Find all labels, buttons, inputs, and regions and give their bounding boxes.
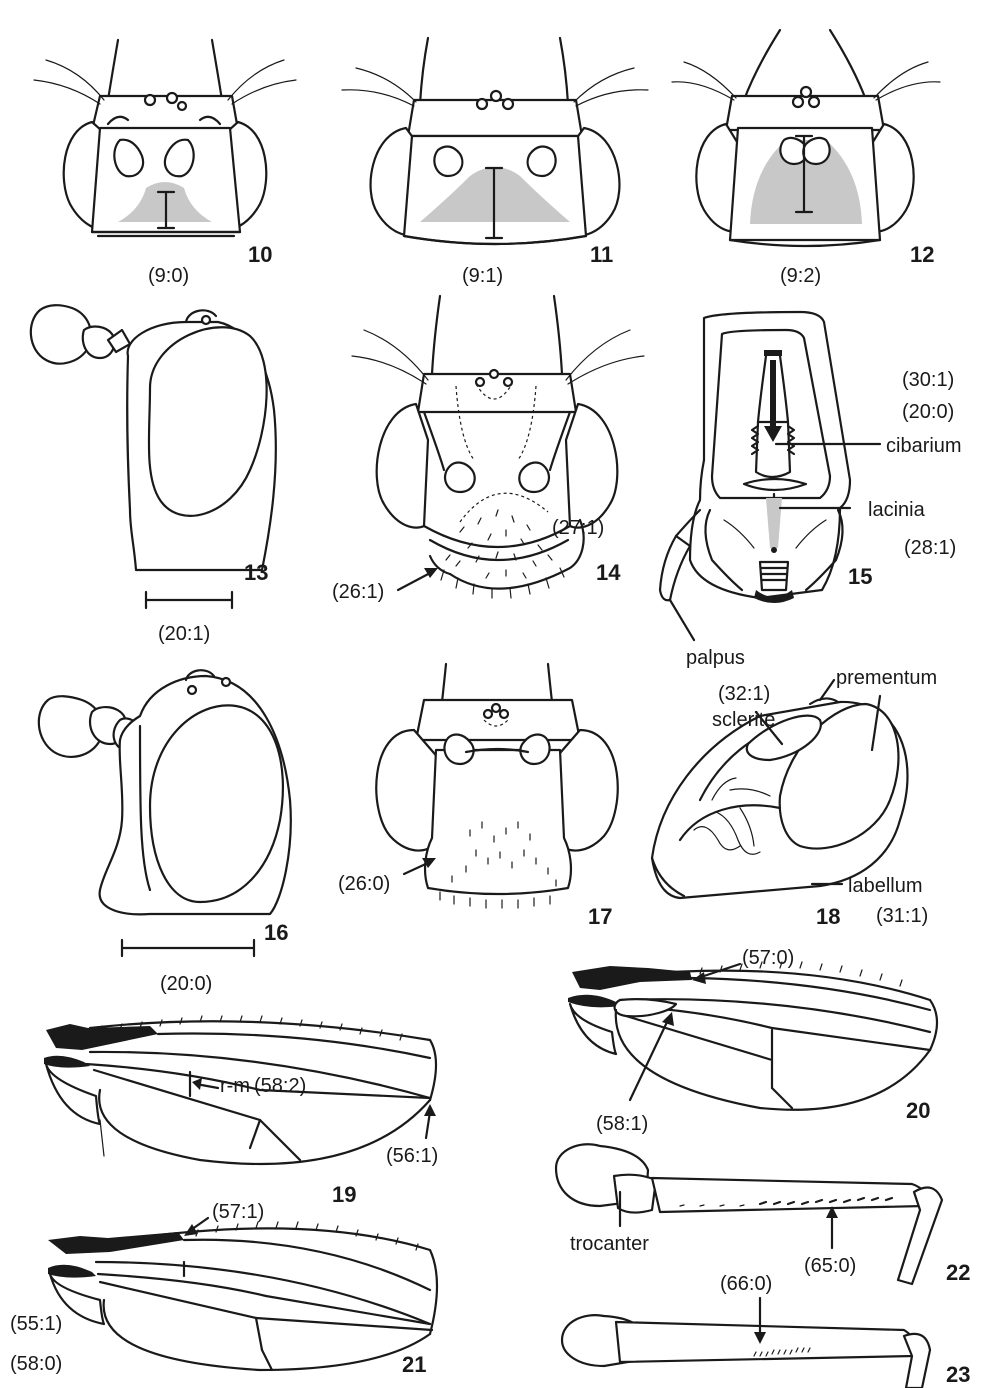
fig13-code: (20:1)	[158, 623, 210, 645]
fig15-code-b: (20:0)	[902, 401, 954, 423]
fig18-proboscis: (32:1) sclerite prementum labellum (31:1…	[652, 667, 937, 929]
fig12-code: (9:2)	[780, 265, 821, 287]
fig14-code-b: (26:1)	[332, 581, 384, 603]
fig22-hind-leg: trocanter (65:0) 22	[556, 1144, 970, 1285]
fig13-head-lateral: 13 (20:1)	[31, 305, 276, 645]
fig22-code: (65:0)	[804, 1255, 856, 1277]
fig12-number: 12	[910, 242, 934, 267]
fig13-number: 13	[244, 560, 268, 585]
fig17-number: 17	[588, 904, 612, 929]
fig19-label-rm: r-m	[220, 1075, 250, 1097]
fig10-number: 10	[248, 242, 272, 267]
fig20-wing: (57:0) (58:1) 20	[568, 947, 937, 1135]
fig16-head-lateral: 16 (20:0)	[39, 670, 291, 995]
fig18-label-labellum: labellum	[848, 875, 922, 897]
fig11-code: (9:1)	[462, 265, 503, 287]
fig14-code-a: (27:1)	[552, 517, 604, 539]
fig10-code: (9:0)	[148, 265, 189, 287]
fig17-code: (26:0)	[338, 873, 390, 895]
fig21-number: 21	[402, 1352, 426, 1377]
fig15-code-c: (28:1)	[904, 537, 956, 559]
fig10-head-frontal: 10 (9:0)	[34, 40, 296, 287]
fig21-code-a: (57:1)	[212, 1201, 264, 1223]
fig16-number: 16	[264, 920, 288, 945]
fig14-head-frontal-setose: (27:1) (26:1) 14	[332, 296, 644, 603]
fig21-wing: (57:1) (55:1) (58:0) 21	[10, 1201, 437, 1377]
fig23-number: 23	[946, 1362, 970, 1387]
fig21-code-c: (58:0)	[10, 1353, 62, 1375]
fig19-wing: r-m (58:2) (56:1) 19	[44, 1016, 438, 1207]
fig19-code-a: (58:2)	[254, 1075, 306, 1097]
fig16-code: (20:0)	[160, 973, 212, 995]
fig18-code-a: (32:1)	[718, 683, 770, 705]
fig23-code: (66:0)	[720, 1273, 772, 1295]
fig22-number: 22	[946, 1260, 970, 1285]
fig12-head-frontal: 12 (9:2)	[672, 30, 940, 287]
fig19-number: 19	[332, 1182, 356, 1207]
fig15-label-palpus: palpus	[686, 647, 745, 669]
fig15-number: 15	[848, 564, 872, 589]
fig11-number: 11	[590, 242, 613, 267]
fig15-label-cibarium: cibarium	[886, 435, 962, 457]
fig19-code-b: (56:1)	[386, 1145, 438, 1167]
fig23-hind-leg: (66:0) 23	[562, 1273, 970, 1388]
fig20-code-a: (57:0)	[742, 947, 794, 969]
fig20-number: 20	[906, 1098, 930, 1123]
fig15-mouthparts: palpus cibarium lacinia (30:1) (20:0) (2…	[660, 312, 962, 669]
fig18-number: 18	[816, 904, 840, 929]
fig17-head-frontal: (26:0) 17	[338, 664, 618, 929]
fig20-code-b: (58:1)	[596, 1113, 648, 1135]
fig18-code-b: (31:1)	[876, 905, 928, 927]
fig14-number: 14	[596, 560, 621, 585]
fig21-code-b: (55:1)	[10, 1313, 62, 1335]
fig18-label-sclerite: sclerite	[712, 709, 775, 731]
fig15-code-a: (30:1)	[902, 369, 954, 391]
fig15-label-lacinia: lacinia	[868, 499, 926, 521]
fig22-label-trocanter: trocanter	[570, 1233, 649, 1255]
fig11-head-frontal: 11 (9:1)	[342, 38, 648, 287]
fig18-label-prementum: prementum	[836, 667, 937, 689]
